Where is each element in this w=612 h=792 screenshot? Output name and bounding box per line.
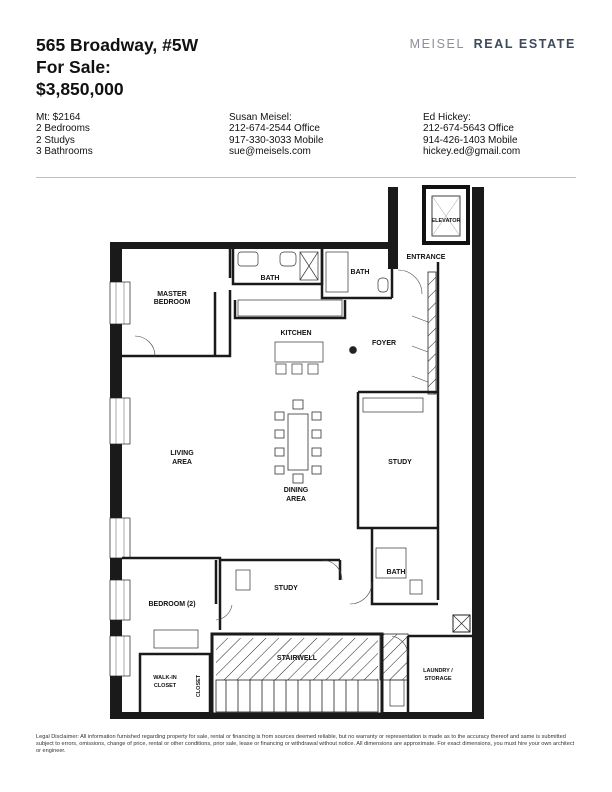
room-label-laundry-2: STORAGE xyxy=(424,676,451,682)
room-label-stairwell: STAIRWELL xyxy=(277,655,318,662)
room-label-living: LIVING xyxy=(170,450,194,457)
room-label-foyer: FOYER xyxy=(372,340,396,347)
floor-plan: ELEVATOR ENTRANCE BATH BATH MASTER BEDRO… xyxy=(109,185,484,719)
room-label-dining-2: AREA xyxy=(286,496,306,503)
agent-name: Ed Hickey: xyxy=(423,112,471,123)
listing-price: $3,850,000 xyxy=(36,79,124,99)
agent-name: Susan Meisel: xyxy=(229,112,292,123)
agent-email[interactable]: sue@meisels.com xyxy=(229,146,311,158)
listing-address: 565 Broadway, #5W xyxy=(36,35,199,55)
bathrooms-count: 3 Bathrooms xyxy=(36,146,93,158)
windows xyxy=(109,281,131,677)
elevator-shaft xyxy=(422,185,470,245)
agent-contact-ed: Ed Hickey: 212-674-5643 Office 914-426-1… xyxy=(423,112,520,158)
interior-walls xyxy=(122,249,472,712)
agent-office-phone[interactable]: 212-674-2544 Office xyxy=(229,123,320,135)
dining-table xyxy=(274,399,322,484)
stairwell xyxy=(210,632,384,716)
room-label-master-bedroom-2: BEDROOM xyxy=(154,299,191,306)
agent-contact-susan: Susan Meisel: 212-674-2544 Office 917-33… xyxy=(229,112,324,158)
room-label-bath-small: BATH xyxy=(351,269,370,276)
room-label-bedroom-2: BEDROOM (2) xyxy=(148,601,195,608)
room-label-bath-right: BATH xyxy=(387,569,406,576)
doors xyxy=(134,269,429,657)
agent-email[interactable]: hickey.ed@gmail.com xyxy=(423,146,521,158)
room-label-kitchen: KITCHEN xyxy=(280,330,311,337)
agent-mobile-phone[interactable]: 917-330-3033 Mobile xyxy=(229,134,324,146)
room-label-walkin-closet: WALK-IN xyxy=(153,675,177,681)
listing-status: For Sale: xyxy=(36,57,111,77)
room-label-living-2: AREA xyxy=(172,459,192,466)
fixtures xyxy=(153,251,424,707)
room-label-bath-top: BATH xyxy=(261,275,280,282)
room-label-master-bedroom: MASTER xyxy=(157,291,187,298)
room-label-study-bottom: STUDY xyxy=(274,585,298,592)
bedrooms-count: 2 Bedrooms xyxy=(36,123,90,135)
room-label-laundry: LAUNDRY / xyxy=(423,668,453,674)
brand-logo: MEISEL REAL ESTATE xyxy=(410,37,576,51)
room-label-study-right: STUDY xyxy=(388,459,412,466)
room-label-entrance: ENTRANCE xyxy=(407,254,446,261)
brand-name-part2: REAL ESTATE xyxy=(473,37,576,51)
listing-header: 565 Broadway, #5W For Sale: $3,850,000 xyxy=(36,34,198,100)
room-label-elevator: ELEVATOR xyxy=(431,218,460,224)
header-divider xyxy=(36,177,576,178)
agent-office-phone[interactable]: 212-674-5643 Office xyxy=(423,123,514,135)
room-label-walkin-closet-2: CLOSET xyxy=(154,683,177,689)
maintenance-fee: Mt: $2164 xyxy=(36,112,81,123)
brand-name-part1: MEISEL xyxy=(409,37,465,51)
property-details: Mt: $2164 2 Bedrooms 2 Studys 3 Bathroom… xyxy=(36,112,93,158)
legal-disclaimer: Legal Disclaimer: All information furnis… xyxy=(36,734,575,754)
room-label-dining: DINING xyxy=(284,487,309,494)
studies-count: 2 Studys xyxy=(36,134,75,146)
agent-mobile-phone[interactable]: 914-426-1403 Mobile xyxy=(423,134,518,146)
room-labels: ELEVATOR ENTRANCE BATH BATH MASTER BEDRO… xyxy=(148,218,460,697)
room-label-closet: CLOSET xyxy=(196,674,202,697)
